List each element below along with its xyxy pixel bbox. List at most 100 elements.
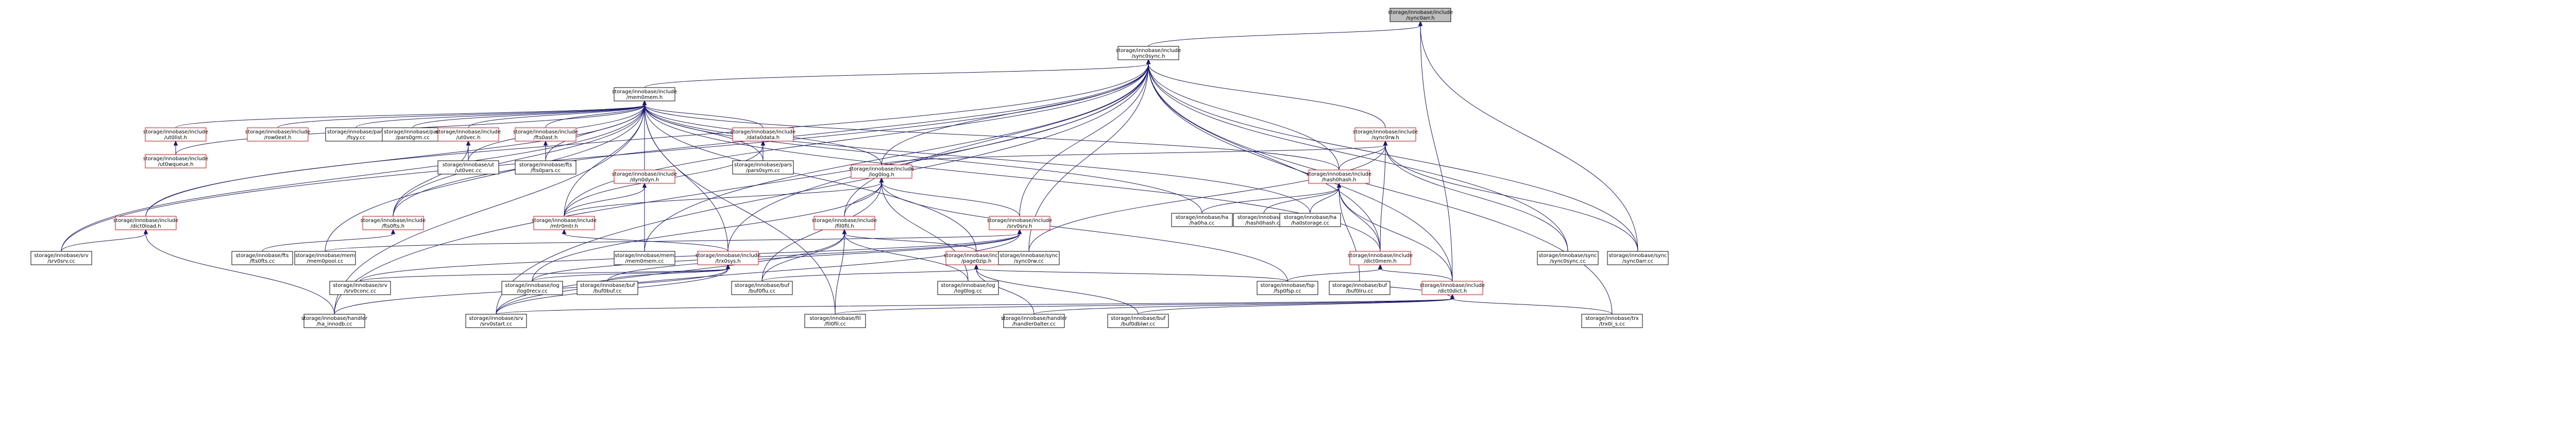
node-path-label: storage/innobase/include xyxy=(143,129,208,135)
node-file-label: /srv0conc.cc xyxy=(344,288,377,294)
node-file-label: /hash0hash.h xyxy=(1321,177,1356,183)
file-node-log0recv-cc[interactable]: storage/innobase/log/log0recv.cc xyxy=(501,281,563,295)
file-node-fsp0fsp-cc[interactable]: storage/innobase/fsp/fsp0fsp.cc xyxy=(1257,281,1318,295)
file-node-mem0mem-cc[interactable]: storage/innobase/mem/mem0mem.cc xyxy=(614,251,675,265)
node-file-label: /ha0ha.cc xyxy=(1190,220,1215,226)
file-node-fts0pars-cc[interactable]: storage/innobase/fts/fts0pars.cc xyxy=(515,160,577,175)
file-node-dict0dict-h[interactable]: storage/innobase/include/dict0dict.h xyxy=(1420,281,1485,295)
file-node-mem0pool-cc[interactable]: storage/innobase/mem/mem0pool.cc xyxy=(294,251,356,265)
include-edge-fil0fil_h-to-sync0sync_h xyxy=(844,59,1151,217)
node-box xyxy=(937,281,999,295)
node-box xyxy=(998,251,1060,265)
file-node-log0log-h[interactable]: storage/innobase/include/log0log.h xyxy=(849,164,914,179)
include-edge-log0log_cc-to-log0log_h xyxy=(879,177,969,282)
node-file-label: /pars0sym.cc xyxy=(746,168,781,174)
file-node-sync0sync-cc[interactable]: storage/innobase/sync/sync0sync.cc xyxy=(1537,251,1599,265)
node-box xyxy=(329,281,391,295)
file-node-ut0wqueue-h[interactable]: storage/innobase/include/ut0wqueue.h xyxy=(143,154,208,168)
node-box xyxy=(1329,281,1391,295)
node-path-label: storage/innobase/trx xyxy=(1585,316,1639,321)
file-node-ha0ha-cc[interactable]: storage/innobase/ha/ha0ha.cc xyxy=(1171,213,1233,227)
include-edge-fil0fil_cc-to-dict0dict_h xyxy=(835,294,1455,315)
file-node-ut0vec-h[interactable]: storage/innobase/include/ut0vec.h xyxy=(436,127,501,142)
file-node-mem0mem-h[interactable]: storage/innobase/include/mem0mem.h xyxy=(612,87,677,101)
file-node-srv0start-cc[interactable]: storage/innobase/srv/srv0start.cc xyxy=(465,314,527,328)
file-node-sync0arr-cc[interactable]: storage/innobase/sync/sync0arr.cc xyxy=(1607,251,1669,265)
file-node-syncbar-h[interactable]: storage/innobase/include/sync0arr.h xyxy=(1388,8,1453,22)
file-node-hash0hash-h[interactable]: storage/innobase/include/hash0hash.h xyxy=(1307,169,1371,184)
node-box xyxy=(1117,46,1179,60)
include-edge-ut0list_h-to-mem0mem_h xyxy=(175,100,647,128)
node-path-label: storage/innobase/buf xyxy=(1332,283,1387,288)
node-box xyxy=(437,160,499,175)
node-file-label: /ut0wqueue.h xyxy=(158,162,193,167)
file-node-trx0sys-h[interactable]: storage/innobase/include/trx0sys.h xyxy=(696,251,760,265)
node-file-label: /trx0sys.h xyxy=(715,259,740,264)
node-box xyxy=(294,251,356,265)
file-node-handler0alter-cc[interactable]: storage/innobase/handler/handler0alter.c… xyxy=(1001,314,1067,328)
include-edge-buf0flu_cc-to-page0zip_h xyxy=(761,264,979,282)
file-node-mtr0mtr-h[interactable]: storage/innobase/include/mtr0mtr.h xyxy=(532,216,597,230)
node-box xyxy=(614,87,675,101)
node-file-label: /log0log.h xyxy=(869,172,894,178)
include-edge-dict0mem_h-to-sync0rw_h xyxy=(1380,140,1388,252)
node-file-label: /buf0dblwr.cc xyxy=(1121,321,1156,327)
file-node-row0ext-h[interactable]: storage/innobase/include/row0ext.h xyxy=(245,127,310,142)
node-path-label: storage/innobase/srv xyxy=(469,316,523,321)
file-node-log0log-cc[interactable]: storage/innobase/log/log0log.cc xyxy=(937,281,999,295)
node-path-label: storage/innobase/include xyxy=(612,172,677,177)
node-path-label: storage/innobase/include xyxy=(987,218,1052,224)
include-edge-handler0alter_cc-to-dict0dict_h xyxy=(1033,294,1455,315)
file-node-srv0srv-h[interactable]: storage/innobase/include/srv0srv.h xyxy=(987,216,1052,230)
file-node-trx0i-s-cc[interactable]: storage/innobase/trx/trx0i_s.cc xyxy=(1581,314,1643,328)
node-file-label: /log0recv.cc xyxy=(517,288,548,294)
node-box xyxy=(303,314,365,328)
node-box xyxy=(115,216,177,230)
file-node-srv0srv-cc[interactable]: storage/innobase/srv/srv0srv.cc xyxy=(30,251,92,265)
node-path-label: storage/innobase/include xyxy=(1307,172,1371,177)
node-box xyxy=(989,216,1050,230)
file-node-fil0fil-cc[interactable]: storage/innobase/fil/fil0fil.cc xyxy=(804,314,866,328)
node-box xyxy=(1349,251,1411,265)
node-file-label: /sync0arr.h xyxy=(1406,15,1434,21)
file-node-fts0fts-cc[interactable]: storage/innobase/fts/fts0fts.cc xyxy=(231,251,293,265)
file-node-buf0dblwr-cc[interactable]: storage/innobase/buf/buf0dblwr.cc xyxy=(1107,314,1169,328)
file-node-ha-innodb-cc[interactable]: storage/innobase/handler/ha_innodb.cc xyxy=(301,314,368,328)
node-path-label: storage/innobase/ha xyxy=(1176,215,1229,220)
file-node-sync0rw-h[interactable]: storage/innobase/include/sync0rw.h xyxy=(1353,127,1418,142)
node-path-label: storage/innobase/include xyxy=(513,129,578,135)
file-node-fsyy-cc[interactable]: storage/innobase/pars/fsyy.cc xyxy=(325,127,387,142)
node-path-label: storage/innobase/handler xyxy=(301,316,368,321)
node-file-label: /ut0list.h xyxy=(164,135,187,141)
file-node-fts0fts-h[interactable]: storage/innobase/include/fts0fts.h xyxy=(361,216,426,230)
file-node-ut0list-h[interactable]: storage/innobase/include/ut0list.h xyxy=(143,127,208,142)
file-node-page0zip-h[interactable]: storage/innobase/include/page0zip.h xyxy=(944,251,1009,265)
file-node-fts0ast-h[interactable]: storage/innobase/include/fts0ast.h xyxy=(513,127,578,142)
file-node-ha0storage-cc[interactable]: storage/innobase/ha/ha0storage.cc xyxy=(1279,213,1341,227)
node-box xyxy=(732,160,794,175)
file-node-dict0mem-h[interactable]: storage/innobase/include/dict0mem.h xyxy=(1348,251,1413,265)
node-file-label: /buf0lru.cc xyxy=(1346,288,1373,294)
include-edge-hash0hash_h-to-sync0sync_h xyxy=(1146,59,1340,171)
file-node-buf0flu-cc[interactable]: storage/innobase/buf/buf0flu.cc xyxy=(731,281,793,295)
node-path-label: storage/innobase/handler xyxy=(1001,316,1067,321)
file-node-buf0buf-cc[interactable]: storage/innobase/buf/buf0buf.cc xyxy=(577,281,638,295)
include-edge-fts0pars_cc-to-fts0ast_h xyxy=(543,140,548,161)
node-file-label: /srv0srv.cc xyxy=(47,259,75,264)
file-node-sync0sync-h[interactable]: storage/innobase/include/sync0sync.h xyxy=(1116,46,1181,60)
node-file-label: /srv0start.cc xyxy=(480,321,512,327)
file-node-sync0rw-cc[interactable]: storage/innobase/sync/sync0rw.cc xyxy=(998,251,1060,265)
file-node-dyn0dyn-h[interactable]: storage/innobase/include/dyn0dyn.h xyxy=(612,169,677,184)
file-node-pars0sym-cc[interactable]: storage/innobase/pars/pars0sym.cc xyxy=(732,160,794,175)
file-node-pars0grm-cc[interactable]: storage/innobase/pars/pars0grm.cc xyxy=(382,127,444,142)
node-box xyxy=(1354,127,1416,142)
file-node-buf0lru-cc[interactable]: storage/innobase/buf/buf0lru.cc xyxy=(1329,281,1391,295)
file-node-ut0vec-cc[interactable]: storage/innobase/ut/ut0vec.cc xyxy=(437,160,499,175)
file-node-fil0fil-h[interactable]: storage/innobase/include/fil0fil.h xyxy=(812,216,877,230)
file-node-dict0load-h[interactable]: storage/innobase/include/dict0load.h xyxy=(113,216,178,230)
node-path-label: storage/innobase/mem xyxy=(295,253,355,259)
include-edge-data0data_h-to-mem0mem_h xyxy=(642,100,764,128)
file-node-srv0conc-cc[interactable]: storage/innobase/srv/srv0conc.cc xyxy=(329,281,391,295)
node-file-label: /row0ext.h xyxy=(264,135,291,141)
file-node-data0data-h[interactable]: storage/innobase/include/data0data.h xyxy=(731,127,795,142)
